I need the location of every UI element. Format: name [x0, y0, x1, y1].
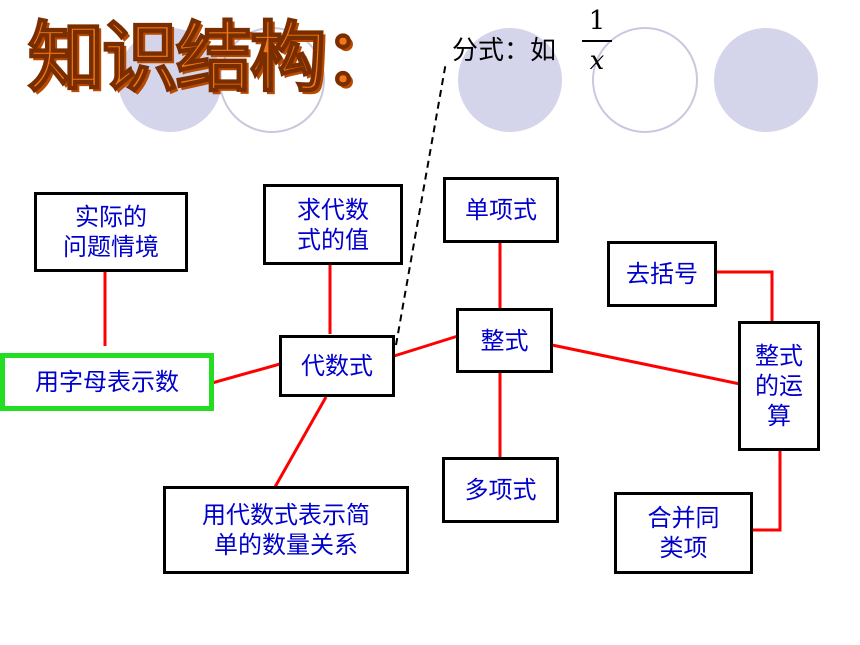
fraction-denominator: x: [589, 46, 605, 76]
node-context: 实际的 问题情境: [34, 192, 188, 272]
node-algebraic: 代数式: [279, 335, 395, 397]
connector-algebraic-relations: [273, 396, 328, 488]
node-combine: 合并同 类项: [614, 492, 753, 574]
deco-circle-4: [592, 27, 698, 133]
node-letters: 用字母表示数: [0, 353, 214, 411]
fraction-example: 1 x: [582, 4, 612, 78]
node-relations: 用代数式表示简 单的数量关系: [163, 486, 409, 574]
page-title: 知识结构：: [27, 13, 401, 102]
node-evaluate: 求代数 式的值: [263, 184, 403, 265]
fraction-bar: [582, 40, 612, 42]
node-brackets: 去括号: [607, 241, 717, 307]
node-integral: 整式: [456, 308, 553, 373]
deco-circle-3: [458, 28, 562, 132]
fraction-note-label: 分式：如: [452, 36, 557, 66]
deco-circle-2: [219, 27, 325, 133]
connector-brackets-operations: [716, 270, 774, 322]
node-operations: 整式 的运 算: [738, 321, 820, 451]
node-polynomial: 多项式: [442, 457, 559, 523]
connector-algebraic-fraction-dashed: [395, 61, 447, 346]
deco-circle-5: [714, 28, 818, 132]
connector-letters-algebraic: [211, 362, 281, 385]
connector-algebraic-integral: [393, 334, 459, 358]
connector-operations-combine: [752, 451, 782, 532]
connector-integral-operations: [551, 343, 741, 386]
fraction-numerator: 1: [588, 6, 606, 36]
deco-circle-1: [118, 28, 222, 132]
node-monomial: 单项式: [443, 177, 559, 243]
